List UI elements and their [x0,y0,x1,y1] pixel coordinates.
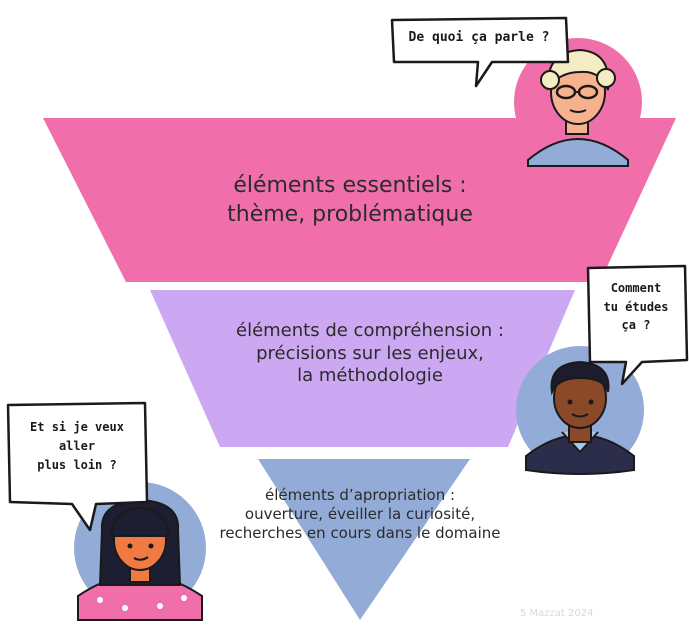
tier-2-label: éléments de compréhension : précisions s… [190,320,550,388]
tier-3-line-2: ouverture, éveiller la curiosité, [244,504,476,523]
speech-bubble-1-line-1: De quoi ça parle ? [408,30,550,45]
tier-2-shape [150,290,575,447]
tier-3-shape [258,459,470,620]
speech-bubble-1-text: De quoi ça parle ? [398,30,560,45]
avatar-young-man [516,346,644,475]
tier-3-line-3: recherches en cours dans le domaine [219,523,501,542]
speech-bubble-3-line-3: plus loin ? [37,458,117,473]
watermark-text: 5 Mazzat 2024 [520,608,594,619]
tier-2-line-1: éléments de compréhension : [236,320,504,341]
tier-1-line-2: thème, problématique [227,201,473,227]
speech-bubble-3-line-1: Et si je veux [30,420,124,434]
tier-2-line-3: la méthodologie [297,365,443,386]
tier-1-line-1: éléments essentiels : [233,173,467,198]
speech-bubble-2-line-3: ça ? [621,318,651,333]
tier-3-label: éléments d’apropriation : ouverture, éve… [195,486,525,542]
tier-3-line-1: éléments d’apropriation : [264,486,456,504]
avatar-older-woman [514,38,642,167]
speech-bubble-3-text: Et si je veux aller plus loin ? [14,418,140,476]
tier-1-label: éléments essentiels : thème, problématiq… [200,172,500,229]
tier-2-line-2: précisions sur les enjeux, [256,342,484,364]
speech-bubble-2-line-2: tu études [603,299,669,314]
speech-bubble-3 [6,401,149,532]
speech-bubble-2-line-1: Comment [610,281,662,295]
avatar-woman-bangs [74,482,206,621]
speech-bubble-1 [390,16,570,88]
speech-bubble-3-line-2: aller [58,439,96,454]
tier-1-shape [43,118,676,282]
speech-bubble-2-text: Comment tu études ça ? [592,279,680,335]
speech-bubble-2 [586,264,689,386]
